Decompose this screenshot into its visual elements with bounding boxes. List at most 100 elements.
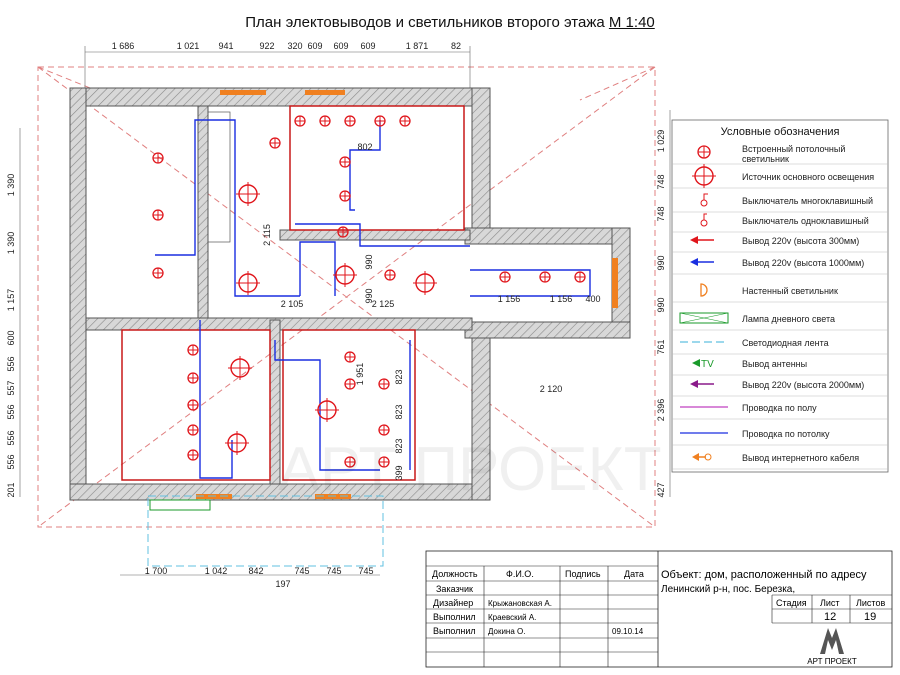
dim-left-label: 556 <box>6 356 16 371</box>
walls <box>69 87 631 501</box>
dim-right-label: 990 <box>656 297 666 312</box>
legend-label: Вывод антенны <box>742 359 807 369</box>
company-logo-icon <box>820 628 844 654</box>
legend-label: Выключатель одноклавишный <box>742 216 869 226</box>
legend-item: Вывод 220v (высота 1000мм) <box>672 258 888 275</box>
roof-outline <box>37 66 656 528</box>
dim-inner-label: 823 <box>394 438 404 453</box>
stamp-sheets: 19 <box>864 611 876 623</box>
legend-item: Выключатель многоклавишный <box>672 193 888 213</box>
dim-right-label: 748 <box>656 206 666 221</box>
main-light-icon <box>228 356 252 380</box>
main-light-icon <box>692 164 716 188</box>
stamp-row-role: Выполнил <box>433 612 476 622</box>
legend-item: Проводка по полу <box>672 403 888 420</box>
antenna-tv-mark: TV <box>701 359 714 370</box>
ceiling-light-icon <box>344 115 356 127</box>
dim-top-label: 609 <box>360 41 375 51</box>
dim-inner-label: 400 <box>585 294 600 304</box>
dim-top-label: 609 <box>307 41 322 51</box>
legend-label: Выключатель многоклавишный <box>742 196 873 206</box>
ceiling-light-icon <box>187 344 199 356</box>
legend-item: Выключатель одноклавишный <box>672 213 888 233</box>
dim-right-label: 2 396 <box>656 399 666 422</box>
ceiling-light-icon <box>337 226 349 238</box>
title-scale: М 1:40 <box>608 14 655 31</box>
legend-item: Источник основного освещения <box>672 164 888 189</box>
ceiling-light-icon <box>339 190 351 202</box>
legend-label: Вывод 220v (высота 300мм) <box>742 236 859 246</box>
dim-inner-label: 2 105 <box>281 299 304 309</box>
stamp-header-signature: Подпись <box>565 569 601 579</box>
single-switch-icon <box>700 213 708 227</box>
dim-bottom-label: 745 <box>326 566 341 576</box>
main-light-icon <box>236 182 260 206</box>
ceiling-light-icon <box>269 137 281 149</box>
ceiling-light-icon <box>539 271 551 283</box>
ceiling-light-icon <box>344 456 356 468</box>
main-light-icon <box>333 263 357 287</box>
dim-right-label: 748 <box>656 174 666 189</box>
ceiling-light-icon <box>187 372 199 384</box>
dim-right-label: 761 <box>656 339 666 354</box>
ceiling-light-icon <box>294 115 306 127</box>
dim-inner-label: 2 125 <box>372 299 395 309</box>
dim-inner-label: 823 <box>394 369 404 384</box>
ceiling-light-icon <box>344 351 356 363</box>
main-light-icon <box>315 398 339 422</box>
legend-label: Светодиодная лента <box>742 338 829 348</box>
legend-item: Настенный светильник <box>672 283 888 303</box>
ceiling-light-icon <box>399 115 411 127</box>
multi-switch-icon <box>700 193 708 207</box>
internet-outlet-icon <box>692 453 712 461</box>
legend-label: Проводка по полу <box>742 403 817 413</box>
ceiling-light-icon <box>187 424 199 436</box>
dim-top-label: 1 871 <box>406 41 429 51</box>
dim-inner-label: 990 <box>364 254 374 269</box>
legend-item: Вывод 220v (высота 300мм) <box>672 236 888 253</box>
dim-top-label: 82 <box>451 41 461 51</box>
ceiling-light-icon <box>378 456 390 468</box>
dim-top-label: 609 <box>333 41 348 51</box>
dimension-lines <box>19 46 671 576</box>
ceiling-light-icon <box>574 271 586 283</box>
page-title: План электовыводов и светильников второг… <box>0 14 900 31</box>
legend-item: Вывод 220v (высота 2000мм) <box>672 380 888 397</box>
stamp-sheet: 12 <box>824 611 836 623</box>
legend-label: Вывод 220v (высота 2000мм) <box>742 380 864 390</box>
legend-label: Встроенный потолочный <box>742 144 845 154</box>
dim-inner-label: 1 951 <box>355 363 365 386</box>
dim-top-label: 941 <box>218 41 233 51</box>
stamp-header-date: Дата <box>624 569 644 579</box>
stamp-object-line1: Объект: дом, расположенный по адресу <box>661 569 867 581</box>
ceiling-light-icon <box>187 449 199 461</box>
stamp-sheets-label: Листов <box>856 598 885 608</box>
dim-inner-label: 2 120 <box>540 384 563 394</box>
ceiling-light-icon <box>697 145 711 159</box>
ceiling-light-icon <box>152 267 164 279</box>
dim-top-label: 922 <box>259 41 274 51</box>
legend-item: TV Вывод антенны <box>672 359 888 376</box>
stamp-row-role: Выполнил <box>433 626 476 636</box>
legend-label: светильник <box>742 154 789 164</box>
main-light-icon <box>225 431 249 455</box>
stamp-row-name: Докина О. <box>488 627 525 636</box>
staircase <box>207 111 231 243</box>
dim-right-label: 990 <box>656 255 666 270</box>
dim-left-label: 201 <box>6 482 16 497</box>
stamp-row-role: Дизайнер <box>433 598 473 608</box>
dim-inner-label: 1 156 <box>550 294 573 304</box>
dim-bottom-label: 745 <box>294 566 309 576</box>
ceiling-light-icon <box>152 209 164 221</box>
dim-left-label: 557 <box>6 380 16 395</box>
legend-label: Настенный светильник <box>742 286 838 296</box>
dim-left-label: 1 390 <box>6 232 16 255</box>
legend-label: Лампа дневного света <box>742 314 835 324</box>
dim-bottom-label: 842 <box>248 566 263 576</box>
dim-inner-label: 1 156 <box>498 294 521 304</box>
ceiling-lights <box>152 115 586 468</box>
main-light-icon <box>236 271 260 295</box>
stamp-object-line2: Ленинский р-н, пос. Березка, <box>661 584 795 595</box>
stamp-stage-label: Стадия <box>776 598 807 608</box>
ceiling-light-icon <box>499 271 511 283</box>
